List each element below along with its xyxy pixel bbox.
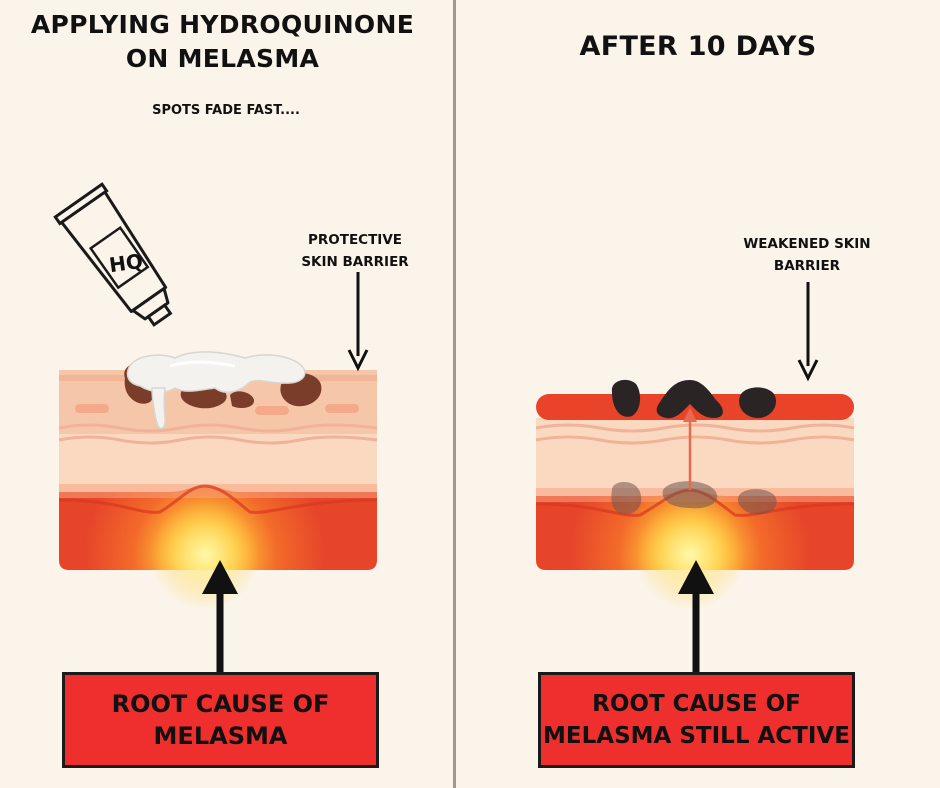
root-cause-box-right: ROOT CAUSE OF MELASMA STILL ACTIVE	[538, 672, 855, 768]
left-subtitle: SPOTS FADE FAST....	[152, 103, 300, 118]
left-dermis-bump	[58, 484, 378, 514]
weakened-barrier-label: WEAKENED SKIN BARRIER	[732, 233, 882, 277]
arrow-down-icon	[797, 282, 819, 382]
root-cause-left-line-1: ROOT CAUSE OF	[111, 690, 330, 718]
panel-divider	[453, 0, 456, 788]
right-title: AFTER 10 DAYS	[579, 31, 817, 62]
weakened-barrier-label-line-1: WEAKENED SKIN	[743, 236, 871, 252]
left-title-line-2: ON MELASMA	[125, 44, 320, 73]
tube-label: HQ	[107, 248, 145, 278]
right-skin-section	[535, 379, 855, 610]
arrow-down-icon	[347, 272, 369, 372]
left-inflammation-core	[150, 500, 260, 610]
root-cause-left-line-2: MELASMA	[153, 722, 288, 750]
left-title: APPLYING HYDROQUINONE ON MELASMA	[0, 8, 445, 76]
protective-barrier-label-line-2: SKIN BARRIER	[301, 254, 409, 270]
root-cause-box-left: ROOT CAUSE OF MELASMA	[62, 672, 379, 768]
arrow-up-icon	[202, 560, 238, 672]
deep-pigment-spots	[611, 481, 777, 515]
weakened-barrier-label-line-2: BARRIER	[773, 258, 841, 274]
right-inflammation-core	[635, 500, 745, 610]
left-wave-line-2	[58, 435, 378, 445]
surface-dark-spots	[611, 379, 777, 419]
left-title-line-1: APPLYING HYDROQUINONE	[30, 10, 415, 39]
left-dermis-top-band	[59, 484, 377, 498]
protective-barrier-label: PROTECTIVE SKIN BARRIER	[290, 229, 420, 273]
cream-drip	[151, 387, 166, 430]
cream-tube-icon	[53, 182, 173, 327]
arrow-up-icon	[678, 560, 714, 672]
migration-arrow-head	[683, 408, 697, 422]
protective-barrier-label-line-1: PROTECTIVE	[307, 232, 402, 248]
left-skin-cells	[75, 404, 359, 415]
left-skin-layer-lower	[59, 432, 377, 494]
left-skin-section	[58, 351, 378, 610]
root-cause-right-line-1: ROOT CAUSE OF	[592, 691, 801, 717]
root-cause-right-line-2: MELASMA STILL ACTIVE	[543, 723, 850, 749]
left-wave-line-1	[58, 423, 378, 433]
